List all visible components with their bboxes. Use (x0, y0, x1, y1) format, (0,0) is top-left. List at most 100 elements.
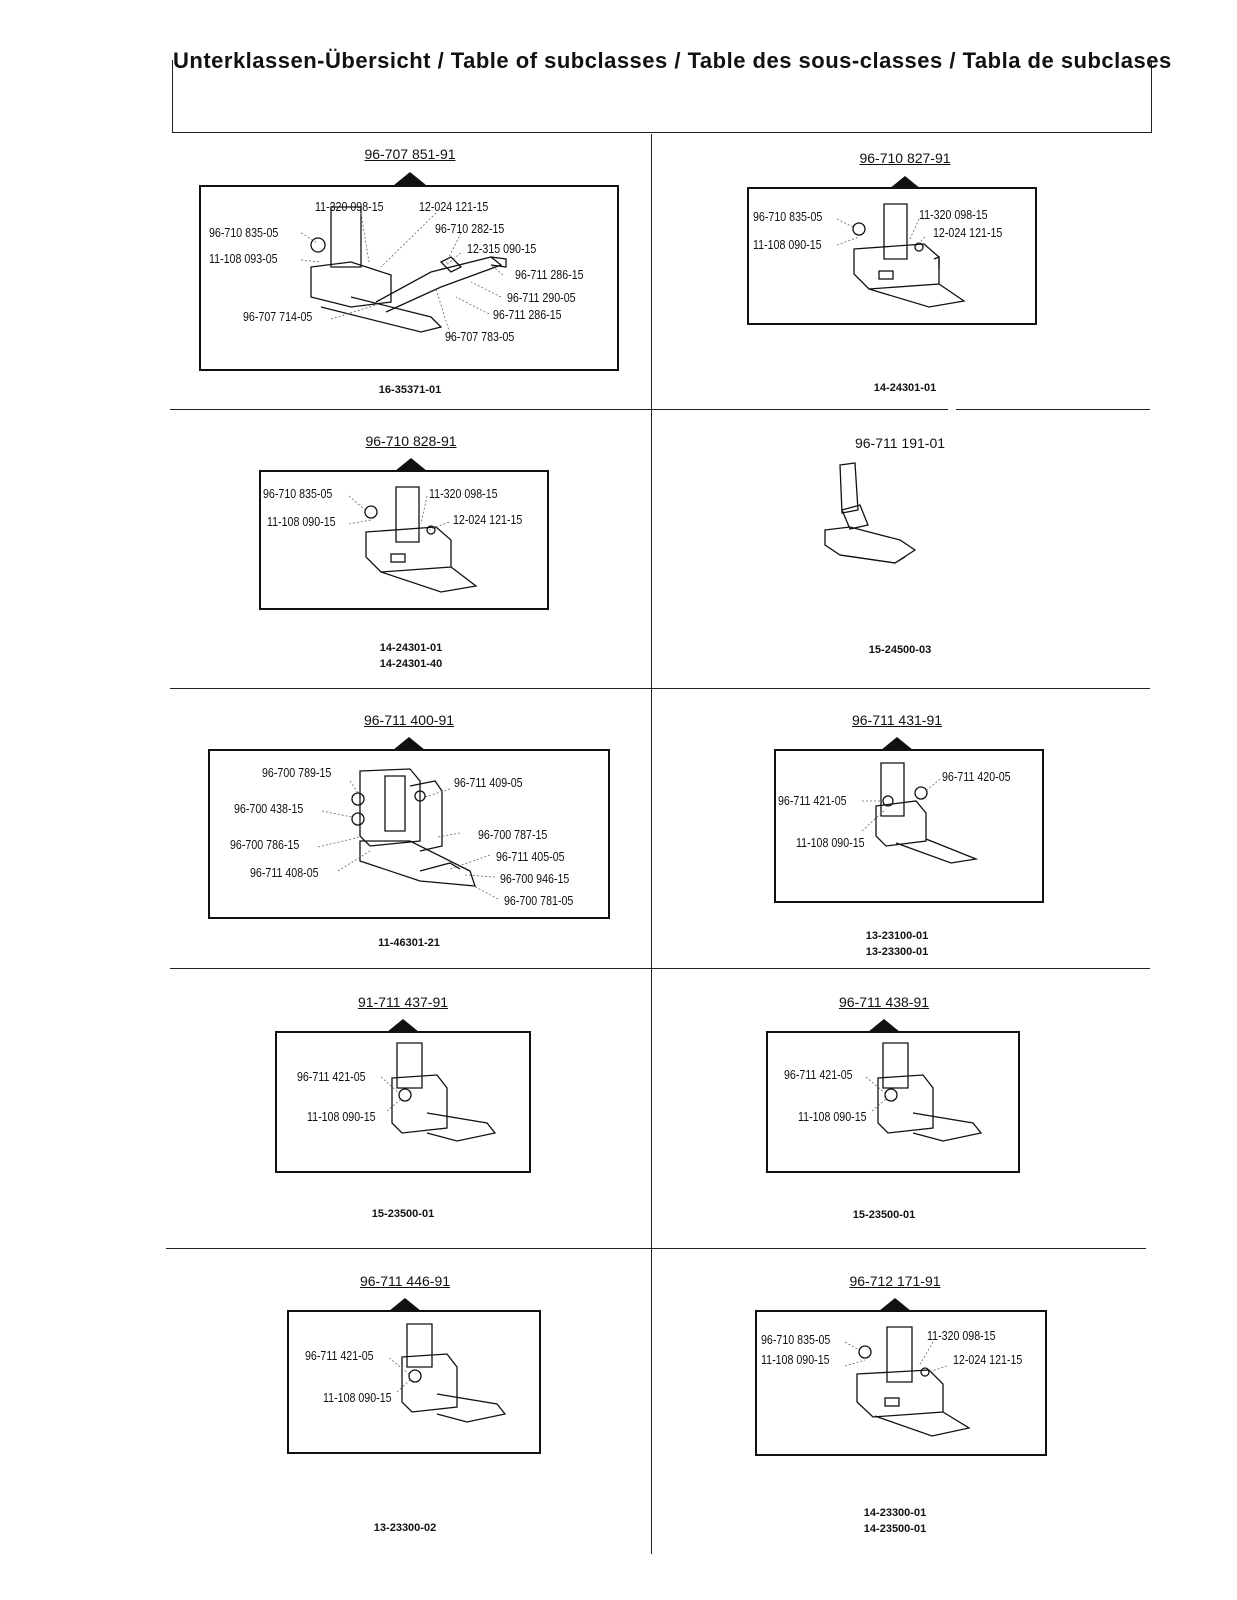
callout-label: 11-108 090-15 (796, 835, 865, 850)
part-number: 96-707 851-91 (364, 146, 456, 162)
callout-label: 11-108 090-15 (323, 1390, 392, 1405)
arrow-up-icon (868, 1019, 900, 1032)
presser-foot-illustration (865, 1042, 983, 1142)
presser-foot-illustration (836, 203, 966, 308)
callout-label: 11-320 098-15 (429, 486, 498, 501)
page-title: Unterklassen-Übersicht / Table of subcla… (173, 48, 1172, 73)
callout-label: 96-700 438-15 (234, 801, 304, 816)
callout-label: 96-700 786-15 (230, 837, 300, 852)
presser-foot-illustration (300, 206, 507, 338)
callout-label: 96-700 946-15 (500, 871, 570, 886)
presser-foot-illustration (824, 462, 917, 564)
subclass-code: 15-23500-01 (852, 1209, 916, 1221)
presser-foot-illustration (380, 1042, 497, 1142)
callout-label: 96-710 835-05 (209, 225, 279, 240)
subclass-code: 14-24301-01 (873, 382, 937, 394)
illustration-frame: 96-710 835-05 11-320 098-15 12-024 121-1… (747, 187, 1037, 325)
part-number: 96-710 827-91 (859, 150, 951, 166)
subclass-code: 15-23500-01 (371, 1208, 435, 1220)
part-number: 96-711 438-91 (838, 994, 930, 1010)
illustration-frame: 96-711 421-05 11-108 090-15 (766, 1031, 1020, 1173)
callout-label: 96-710 282-15 (435, 221, 505, 236)
illustration-frame: 96-711 421-05 11-108 090-15 (275, 1031, 531, 1173)
callout-label: 96-711 420-05 (942, 769, 1011, 784)
callout-label: 12-024 121-15 (953, 1352, 1023, 1367)
grid-divider-row-3 (170, 968, 1150, 969)
callout-label: 96-700 781-05 (504, 893, 574, 908)
illustration-frame: 96-710 835-05 11-320 098-15 11-108 090-1… (755, 1310, 1047, 1456)
arrow-up-icon (889, 176, 921, 189)
subclass-code: 16-35371-01 (378, 384, 442, 396)
callout-label: 96-711 421-05 (778, 793, 847, 808)
arrow-up-icon (394, 172, 426, 185)
grid-divider-vertical (651, 134, 652, 1554)
callout-label: 12-315 090-15 (467, 241, 537, 256)
arrow-up-icon (879, 1298, 911, 1311)
arrow-up-icon (393, 737, 425, 750)
subclass-code: 14-24301-40 (379, 658, 443, 670)
part-number: 91-711 437-91 (357, 994, 449, 1010)
part-number: 96-712 171-91 (849, 1273, 941, 1289)
presser-foot-illustration (861, 762, 979, 864)
arrow-up-icon (881, 737, 913, 750)
part-number: 96-711 400-91 (363, 712, 455, 728)
callout-label: 96-711 408-05 (250, 865, 319, 880)
callout-label: 11-108 090-15 (307, 1109, 376, 1124)
callout-label: 11-108 090-15 (761, 1352, 830, 1367)
callout-label: 96-700 787-15 (478, 827, 548, 842)
callout-label: 96-711 421-05 (784, 1067, 853, 1082)
subclass-code: 14-23500-01 (863, 1523, 927, 1535)
callout-label: 96-711 405-05 (496, 849, 565, 864)
callout-label: 96-711 409-05 (454, 775, 523, 790)
callout-label: 96-711 286-15 (515, 267, 584, 282)
part-number: 96-710 828-91 (365, 433, 457, 449)
grid-divider-row-2 (170, 688, 1150, 689)
subclass-code: 13-23300-02 (373, 1522, 437, 1534)
callout-label: 96-707 783-05 (445, 329, 515, 344)
subclass-code: 13-23100-01 (865, 930, 929, 942)
arrow-up-icon (387, 1019, 419, 1032)
callout-label: 11-108 090-15 (753, 237, 822, 252)
callout-label: 11-320 098-15 (927, 1328, 996, 1343)
part-number: 96-711 446-91 (359, 1273, 451, 1289)
callout-label: 96-711 286-15 (493, 307, 562, 322)
callout-label: 11-108 090-15 (798, 1109, 867, 1124)
grid-divider-row-1 (170, 409, 948, 410)
subclass-code: 11-46301-21 (378, 937, 440, 949)
arrow-up-icon (395, 458, 427, 471)
illustration-frame: 96-700 789-15 96-711 409-05 96-700 438-1… (208, 749, 610, 919)
presser-foot-illustration (844, 1326, 971, 1437)
subclass-code: 15-24500-03 (868, 644, 932, 656)
illustration-frame: 96-711 420-05 96-711 421-05 11-108 090-1… (774, 749, 1044, 903)
callout-label: 96-707 714-05 (243, 309, 313, 324)
callout-label: 11-320 098-15 (919, 207, 988, 222)
callout-label: 96-711 421-05 (297, 1069, 366, 1084)
callout-label: 11-320 098-15 (315, 199, 384, 214)
callout-label: 96-710 835-05 (761, 1332, 831, 1347)
callout-label: 96-711 290-05 (507, 290, 576, 305)
presser-foot-illustration (388, 1323, 507, 1423)
subclass-code: 14-23300-01 (863, 1507, 927, 1519)
callout-label: 96-711 421-05 (305, 1348, 374, 1363)
callout-label: 96-710 835-05 (753, 209, 823, 224)
header-box: Unterklassen-Übersicht / Table of subcla… (172, 48, 1171, 133)
grid-divider-row-4 (166, 1248, 1146, 1249)
arrow-up-icon (389, 1298, 421, 1311)
illustration-frame: 96-710 835-05 11-320 098-15 12-024 121-1… (259, 470, 549, 610)
callout-label: 12-024 121-15 (419, 199, 489, 214)
grid-divider-row-1b (956, 409, 1150, 410)
subclass-code: 13-23300-01 (865, 946, 929, 958)
subclass-code: 14-24301-01 (379, 642, 443, 654)
callout-label: 12-024 121-15 (453, 512, 523, 527)
presser-foot-illustration (348, 486, 478, 593)
presser-foot-illustration (317, 768, 499, 900)
callout-label: 96-700 789-15 (262, 765, 332, 780)
part-number: 96-711 191-01 (854, 435, 946, 451)
illustration-frame: 11-320 098-15 12-024 121-15 96-710 835-0… (199, 185, 619, 371)
callout-label: 11-108 093-05 (209, 251, 278, 266)
callout-label: 96-710 835-05 (263, 486, 333, 501)
part-number: 96-711 431-91 (851, 712, 943, 728)
callout-label: 12-024 121-15 (933, 225, 1003, 240)
callout-label: 11-108 090-15 (267, 514, 336, 529)
illustration-frame: 96-711 421-05 11-108 090-15 (287, 1310, 541, 1454)
